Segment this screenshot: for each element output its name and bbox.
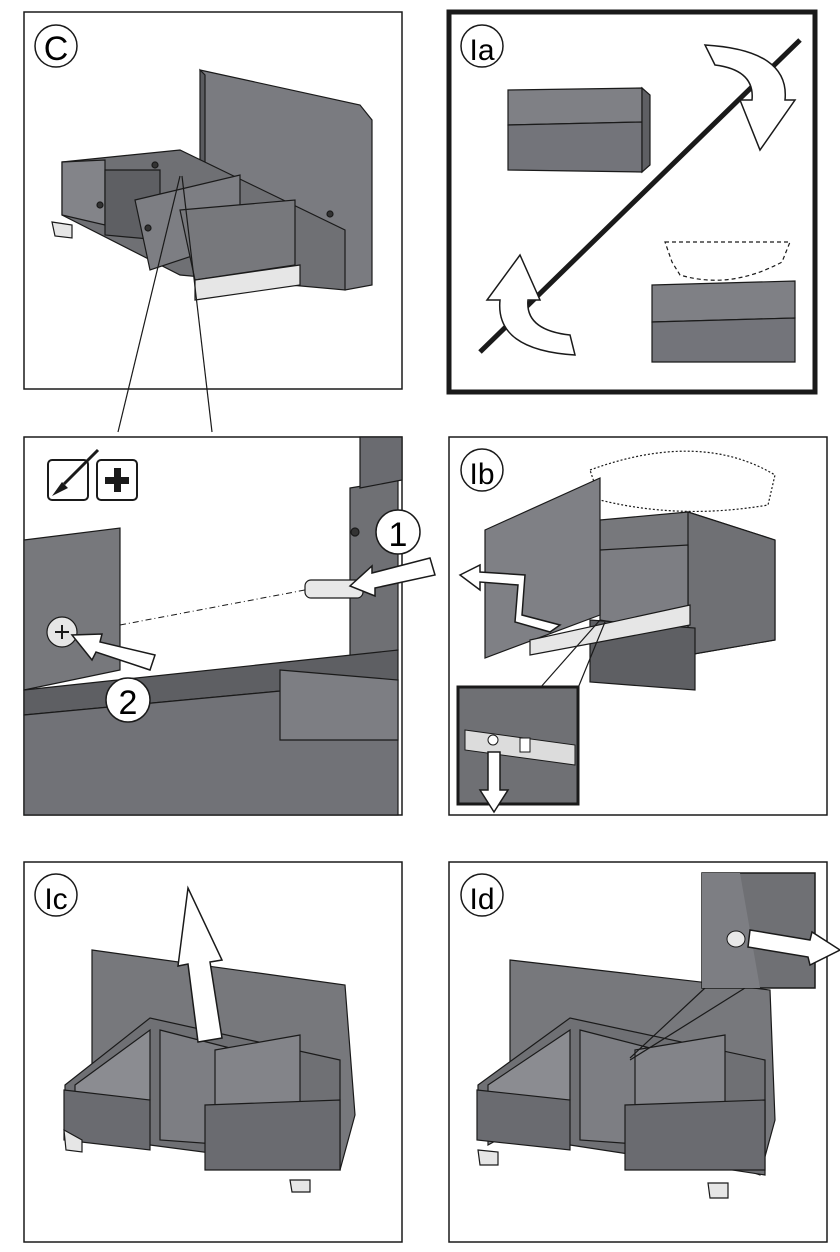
step-label: C <box>44 30 69 68</box>
alignment-line <box>119 589 306 626</box>
dowel-detail-inset <box>701 872 840 989</box>
step-number: 1 <box>389 516 408 554</box>
step-badge <box>460 448 504 492</box>
step-badge <box>375 509 421 555</box>
step-label: Id <box>469 883 494 916</box>
panel-ic: Ic <box>23 861 403 1243</box>
arrow-icon <box>177 885 224 1043</box>
step-label: Ia <box>469 34 494 67</box>
cabinet-assembly-illustration <box>51 68 373 301</box>
drawer-removal-illustration <box>484 477 776 691</box>
arrow-icon <box>70 633 156 671</box>
cabinet-upright <box>507 86 651 174</box>
step-badge <box>34 24 78 68</box>
cabinet-back-removal-illustration <box>63 949 356 1193</box>
panel-ia: Ia <box>446 9 818 395</box>
panel-screw-detail: 1 2 <box>23 436 436 816</box>
cabinet-dowel-removal-illustration <box>476 959 776 1199</box>
step-badge <box>34 873 78 917</box>
sink-outline <box>589 450 776 513</box>
step-number: 2 <box>119 684 138 722</box>
rotate-arrow-icon <box>485 253 576 356</box>
phillips-plus-icon <box>96 459 138 501</box>
arrow-icon <box>458 563 562 633</box>
rotate-arrow-icon <box>703 44 797 152</box>
step-label: Ib <box>469 458 494 491</box>
arrow-icon <box>478 751 510 814</box>
panel-c: C <box>23 11 403 433</box>
arrow-icon <box>348 557 436 598</box>
runner-detail-inset <box>456 619 606 814</box>
step-badge <box>105 677 151 723</box>
step-badge <box>460 873 504 917</box>
screwdriver-icon <box>47 448 100 501</box>
step-label: Ic <box>44 883 67 916</box>
step-badge <box>460 24 504 68</box>
panel-id: Id <box>448 861 840 1243</box>
cabinet-inverted <box>651 241 796 363</box>
arrow-icon <box>747 929 840 967</box>
panel-ib: Ib <box>448 436 828 816</box>
